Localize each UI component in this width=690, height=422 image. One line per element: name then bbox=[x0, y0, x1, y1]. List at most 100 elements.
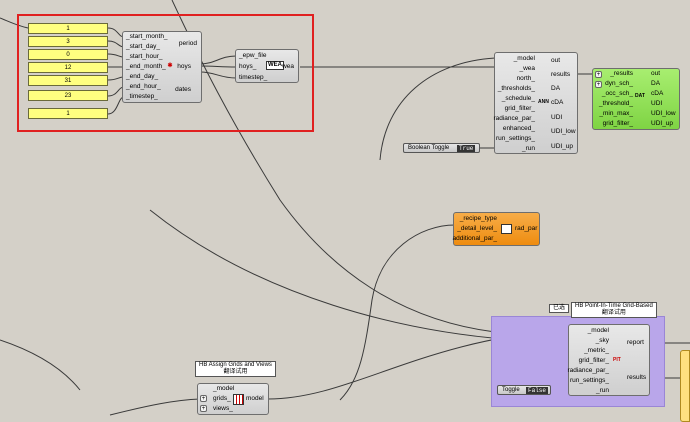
output-da[interactable]: DA bbox=[651, 80, 661, 87]
input-model[interactable]: _model bbox=[587, 327, 609, 334]
input-model[interactable]: _model bbox=[213, 385, 235, 392]
wire-bottom-left bbox=[0, 339, 81, 391]
radiance-parameter-component[interactable]: _recipe_type _detail_level_ additional_p… bbox=[453, 212, 540, 246]
input-sky[interactable]: _sky bbox=[595, 337, 609, 344]
input-grid-filter[interactable]: grid_filter_ bbox=[578, 357, 609, 364]
pit-title: HB Point-In-Time Grid-Based bbox=[575, 303, 653, 309]
output-rad-par[interactable]: rad_par bbox=[515, 225, 538, 232]
wire-model-daylight bbox=[379, 57, 496, 161]
output-cda[interactable]: cDA bbox=[551, 99, 564, 106]
input-radiance-par[interactable]: radiance_par_ bbox=[493, 115, 535, 122]
input-north[interactable]: north_ bbox=[516, 75, 535, 82]
output-udi-up[interactable]: UDI_up bbox=[551, 143, 574, 150]
output-model[interactable]: model bbox=[246, 395, 264, 402]
wire-grids-left bbox=[109, 398, 201, 416]
input-min-max[interactable]: _min_max_ bbox=[599, 110, 633, 117]
wire-hoys-wea bbox=[199, 65, 237, 68]
input-grids[interactable]: grids_ bbox=[213, 395, 231, 402]
output-dates[interactable]: dates bbox=[175, 86, 191, 93]
output-udi-up[interactable]: UDI_up bbox=[651, 120, 674, 127]
output-da[interactable]: DA bbox=[551, 85, 561, 92]
pit-title-label: HB Point-In-Time Grid-Based 翻译试用 bbox=[571, 302, 657, 318]
input-timestep[interactable]: timestep_ bbox=[239, 74, 268, 81]
boolean-toggle-false[interactable]: Toggle False bbox=[497, 385, 551, 395]
input-run-settings[interactable]: run_settings_ bbox=[495, 135, 535, 142]
assign-grids-title-label: HB Assign Grids and Views 翻译试用 bbox=[195, 361, 276, 377]
output-wea[interactable]: wea bbox=[282, 63, 294, 70]
input-occ-sch[interactable]: _occ_sch_ bbox=[601, 90, 633, 97]
input-thresholds[interactable]: _thresholds_ bbox=[497, 85, 535, 92]
wire-recipe-left bbox=[339, 224, 456, 401]
input-additional-par[interactable]: additional_par_ bbox=[452, 235, 497, 242]
output-report[interactable]: report bbox=[627, 339, 644, 346]
input-start-month[interactable]: _start_month_ bbox=[126, 33, 168, 40]
input-grid-filter[interactable]: grid_filter_ bbox=[504, 105, 535, 112]
annual-daylight-icon: ANN bbox=[538, 99, 549, 105]
radiance-parameter-icon bbox=[501, 224, 512, 234]
input-schedule[interactable]: _schedule_ bbox=[501, 95, 535, 102]
wire-epw bbox=[199, 71, 237, 79]
assign-grids-title: HB Assign Grids and Views bbox=[199, 362, 272, 368]
input-results[interactable]: _results bbox=[610, 70, 633, 77]
input-end-day[interactable]: _end_day_ bbox=[126, 73, 159, 80]
input-recipe-type[interactable]: _recipe_type bbox=[459, 215, 497, 222]
output-period[interactable]: period bbox=[178, 40, 197, 47]
boolean-toggle-true[interactable]: Boolean Toggle True bbox=[403, 143, 480, 153]
daylight-results-component[interactable]: + + _results dyn_sch_ _occ_sch_ _thresho… bbox=[592, 68, 680, 130]
add-input-icon-2[interactable]: + bbox=[595, 81, 602, 88]
add-view-input-icon[interactable]: + bbox=[200, 405, 207, 412]
add-grid-input-icon[interactable]: + bbox=[200, 395, 207, 402]
input-dyn-sch[interactable]: dyn_sch_ bbox=[605, 80, 633, 87]
wea-icon: WEA bbox=[266, 61, 284, 70]
input-epw-file[interactable]: _epw_file bbox=[239, 52, 267, 59]
toggle-label: Toggle bbox=[502, 387, 520, 393]
input-views[interactable]: views_ bbox=[213, 405, 233, 412]
input-end-hour[interactable]: _end_hour_ bbox=[126, 83, 161, 90]
toggle-value[interactable]: False bbox=[526, 387, 549, 394]
boolean-toggle-value[interactable]: True bbox=[457, 145, 476, 152]
wire-left-edge bbox=[0, 17, 29, 29]
calendar-icon: ✱ bbox=[167, 63, 173, 69]
input-grid-filter[interactable]: grid_filter_ bbox=[602, 120, 633, 127]
input-detail-level[interactable]: _detail_level_ bbox=[457, 225, 497, 232]
assign-grids-subtitle: 翻译试用 bbox=[223, 369, 248, 375]
input-timestep[interactable]: _timestep_ bbox=[126, 93, 158, 100]
input-run[interactable]: _run bbox=[595, 387, 609, 394]
output-results[interactable]: results bbox=[627, 374, 647, 381]
output-udi-low[interactable]: UDI_low bbox=[651, 110, 676, 117]
output-cda[interactable]: cDA bbox=[651, 90, 664, 97]
input-metric[interactable]: _metric_ bbox=[584, 347, 609, 354]
input-start-day[interactable]: _start_day_ bbox=[126, 43, 160, 50]
output-udi[interactable]: UDI bbox=[551, 114, 563, 121]
input-wea[interactable]: _wea bbox=[519, 65, 535, 72]
grid-icon bbox=[233, 394, 244, 405]
point-in-time-grid-component[interactable]: _model _sky _metric_ grid_filter_ radian… bbox=[567, 324, 650, 396]
input-end-month[interactable]: _end_month_ bbox=[126, 63, 166, 70]
output-udi-low[interactable]: UDI_low bbox=[551, 128, 576, 135]
assign-grids-views-component[interactable]: + + _model grids_ views_ model bbox=[197, 383, 269, 415]
input-enhanced[interactable]: enhanced_ bbox=[502, 125, 535, 132]
input-hoys[interactable]: hoys_ bbox=[239, 63, 257, 70]
selection-rectangle bbox=[17, 14, 314, 132]
output-out[interactable]: out bbox=[551, 57, 561, 64]
output-udi[interactable]: UDI bbox=[651, 100, 663, 107]
input-start-hour[interactable]: _start_hour_ bbox=[126, 53, 163, 60]
input-radiance-par[interactable]: radiance_par_ bbox=[567, 367, 609, 374]
wea-from-epw-component[interactable]: _epw_file hoys_ timestep_ WEA wea bbox=[235, 49, 299, 83]
output-hoys[interactable]: hoys bbox=[177, 63, 191, 70]
output-results[interactable]: results bbox=[551, 71, 571, 78]
analysis-period-component[interactable]: _start_month_ _start_day_ _start_hour_ _… bbox=[122, 31, 202, 103]
pit-subtitle: 翻译试用 bbox=[601, 310, 626, 316]
panel-partial-right[interactable] bbox=[680, 350, 690, 422]
daylight-results-icon: DAT bbox=[635, 93, 645, 99]
input-model[interactable]: _model bbox=[513, 55, 535, 62]
add-input-icon[interactable]: + bbox=[595, 71, 602, 78]
annual-daylight-component[interactable]: _model _wea north_ _thresholds_ _schedul… bbox=[493, 52, 578, 154]
input-run[interactable]: _run bbox=[521, 145, 535, 152]
boolean-toggle-label: Boolean Toggle bbox=[408, 145, 450, 151]
input-run-settings[interactable]: run_settings_ bbox=[569, 377, 609, 384]
wire-period-wea bbox=[199, 55, 237, 65]
input-threshold[interactable]: _threshold_ bbox=[599, 100, 633, 107]
output-out[interactable]: out bbox=[651, 70, 661, 77]
